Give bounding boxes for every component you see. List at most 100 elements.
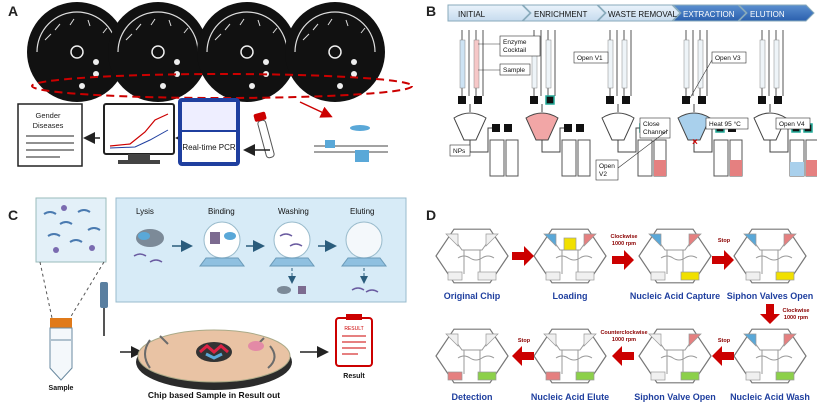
hex-chips (435, 228, 807, 384)
device-2 (525, 30, 591, 177)
centrifugal-chip-icon (136, 329, 292, 390)
binding-icon (199, 221, 245, 267)
disc-3 (197, 2, 297, 102)
pipette-icon (100, 282, 108, 336)
hex-chip-4 (733, 228, 807, 284)
panel-c-letter: C (8, 207, 18, 223)
d-arrow-5-l1: Counterclockwise (600, 330, 647, 336)
device-4: × (677, 30, 743, 177)
d-label-siphon-open: Siphon Valves Open (727, 291, 814, 301)
d-label-capture: Nucleic Acid Capture (630, 291, 720, 301)
report-line-2: Diseases (33, 121, 64, 130)
d-label-original-chip: Original Chip (444, 291, 501, 301)
panel-c: C Sample Lysis Binding Washing Eluting (8, 197, 407, 400)
panel-d: D Original Chip Loading Nucleic Acid Cap… (426, 207, 813, 402)
zoom-arrow (299, 101, 333, 118)
highlight-ellipse (31, 73, 413, 99)
label-open-v1: Open V1 (577, 55, 603, 62)
step-eluting: Eluting (350, 207, 374, 216)
label-open-v2-l2: V2 (599, 171, 607, 178)
d-arrow-4-label: Stop (718, 338, 731, 344)
result-clipboard-icon: RESULT (335, 314, 373, 367)
eluting-icon (341, 221, 387, 293)
report-line-1: Gender (35, 111, 61, 120)
d-label-detection: Detection (451, 392, 492, 402)
label-nps: NPs (453, 148, 466, 155)
hex-chip-7 (638, 328, 712, 384)
label-enzyme-l1: Enzyme (503, 39, 527, 46)
panel-d-letter: D (426, 207, 436, 223)
d-arrow-6 (512, 346, 534, 366)
chip-caption: Chip based Sample in Result out (148, 390, 280, 400)
d-arrow-3 (712, 250, 734, 270)
svg-text:×: × (692, 137, 698, 148)
sample-label: Sample (49, 385, 74, 392)
hex-chip-6 (533, 328, 607, 384)
d-label-elute: Nucleic Acid Elute (531, 392, 609, 402)
label-close-l2: Channel (643, 129, 668, 136)
d-arrow-5-l2: 1000 rpm (612, 337, 636, 343)
stage-enrichment: ENRICHMENT (534, 10, 587, 19)
d-label-loading: Loading (553, 291, 588, 301)
stage-elution: ELUTION (750, 10, 785, 19)
device-1 (453, 30, 519, 177)
result-header: RESULT (344, 326, 363, 332)
disc-2 (108, 2, 208, 102)
device-3 (601, 30, 667, 177)
panel-a: A (8, 2, 413, 167)
pcr-machine-icon: Real-time PCR (178, 98, 240, 166)
panel-b-letter: B (426, 3, 436, 19)
label-enzyme-l2: Cocktail (503, 47, 527, 54)
hex-chip-5 (435, 328, 509, 384)
d-arrow-2-l1: Clockwise (611, 234, 638, 240)
label-close-l1: Close (643, 121, 660, 128)
stage-extraction: EXTRACTION (683, 10, 735, 19)
d-arrow-2-l2: 1000 rpm (612, 241, 636, 247)
d-arrow-6-label: Stop (518, 338, 531, 344)
lysis-icon (133, 229, 164, 263)
sample-tube-icon (49, 318, 73, 381)
d-arrow-5 (612, 346, 634, 366)
pcr-label: Real-time PCR (182, 143, 236, 152)
monitor-icon (103, 103, 175, 164)
label-open-v3: Open V3 (715, 55, 741, 62)
d-arrow-down-l1: Clockwise (783, 308, 810, 314)
bacteria-cluster (43, 205, 101, 253)
label-heat: Heat 95 °C (709, 120, 741, 128)
stage-bar: INITIAL ENRICHMENT WASTE REMOVAL EXTRACT… (447, 4, 815, 22)
stage-waste-removal: WASTE REMOVAL (608, 10, 677, 19)
hex-chip-2 (533, 228, 607, 284)
step-lysis: Lysis (136, 207, 154, 216)
washing-icon (269, 221, 315, 294)
sample-zoom-box (35, 197, 107, 263)
hex-chip-1 (435, 228, 509, 284)
device-5 (753, 30, 817, 177)
result-label: Result (343, 373, 365, 380)
chip-detail-drawing (308, 122, 388, 166)
device-schematics: × (453, 30, 817, 177)
panel-a-letter: A (8, 3, 18, 19)
panel-b-labels: Enzyme Cocktail Sample Open V1 Open V3 C… (449, 35, 811, 181)
disc-4 (285, 2, 385, 102)
hex-chip-8 (733, 328, 807, 384)
label-open-v4: Open V4 (779, 121, 805, 128)
panel-b: B INITIAL ENRICHMENT WASTE REMOVAL EXTRA… (426, 3, 817, 181)
d-arrow-down (760, 304, 780, 324)
d-arrow-2 (612, 250, 634, 270)
step-binding: Binding (208, 207, 235, 216)
d-arrow-4 (712, 346, 734, 366)
d-label-siphon-valve-open: Siphon Valve Open (634, 392, 716, 402)
hex-chip-3 (638, 228, 712, 284)
d-arrow-down-l2: 1000 rpm (784, 315, 808, 321)
test-tube-icon (253, 111, 275, 159)
step-washing: Washing (278, 207, 309, 216)
report-document-icon: Gender Diseases (17, 103, 83, 167)
label-sample: Sample (503, 67, 525, 74)
d-arrow-3-label: Stop (718, 238, 731, 244)
label-open-v2-l1: Open (599, 163, 615, 170)
stage-initial: INITIAL (458, 10, 486, 19)
d-label-wash: Nucleic Acid Wash (730, 392, 810, 402)
d-arrow-1 (512, 246, 534, 266)
